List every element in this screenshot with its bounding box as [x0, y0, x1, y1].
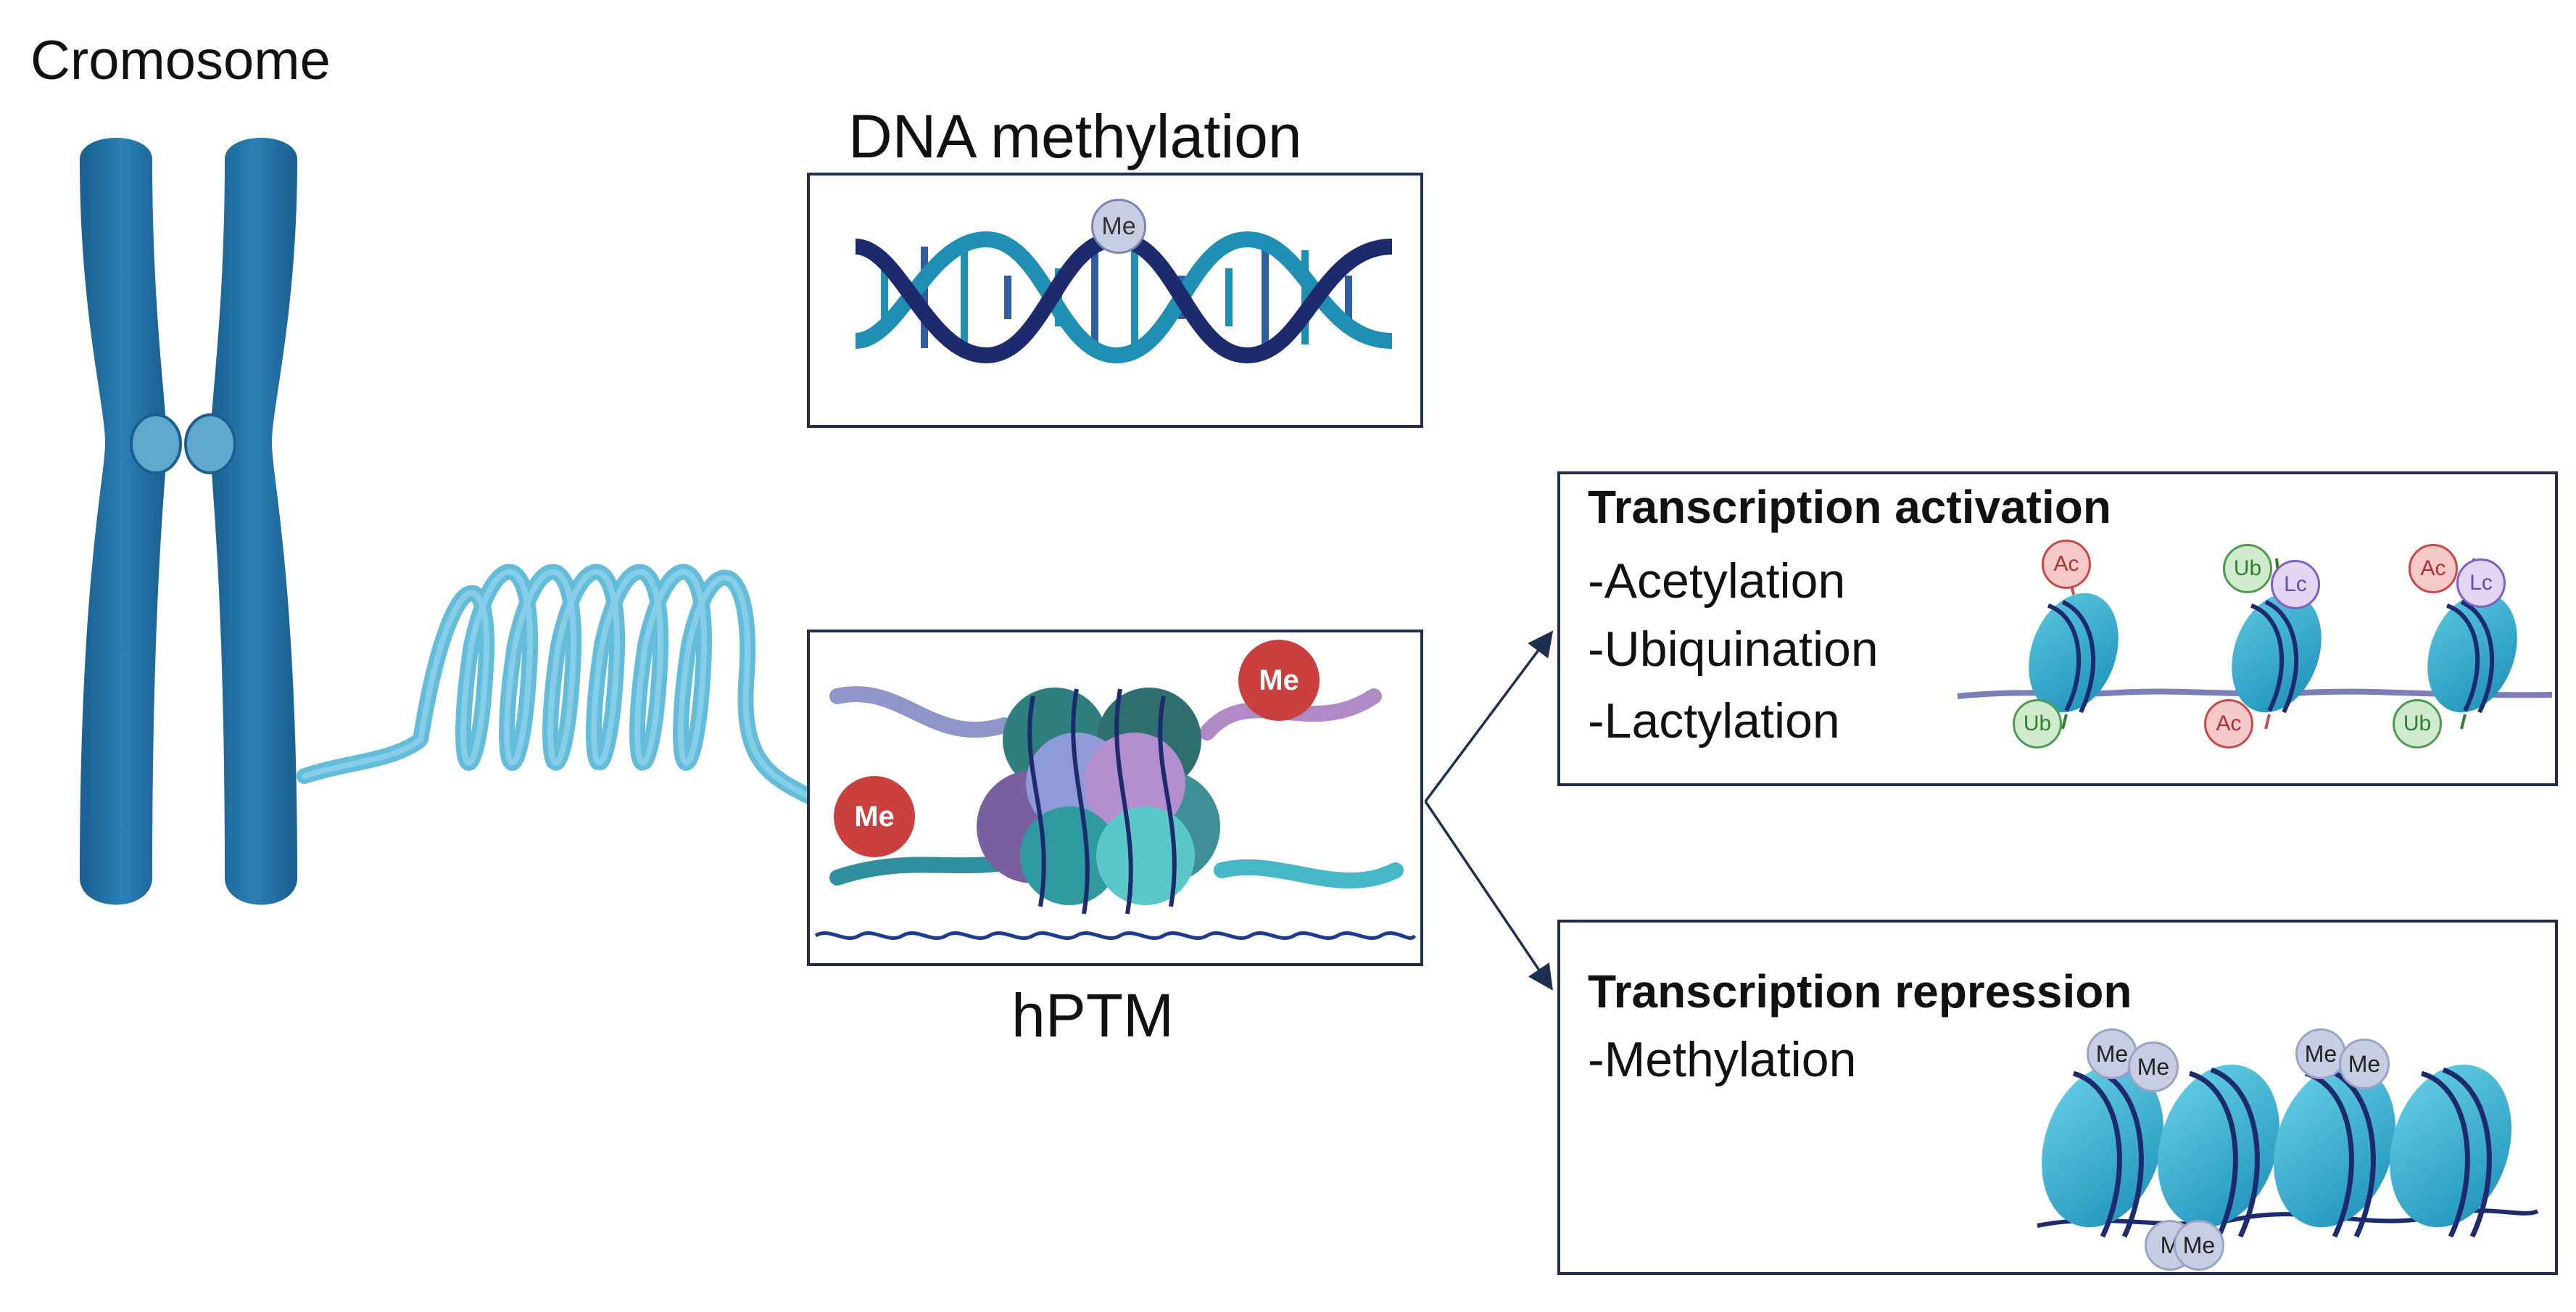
- mark-me-bottom-2: Me: [2174, 1220, 2224, 1271]
- mark-lc-n3-top-label: Lc: [2469, 571, 2493, 595]
- mark-me-r1a-label: Me: [2095, 1040, 2129, 1067]
- mark-ub-n1-bottom: Ub: [2013, 699, 2062, 748]
- mark-ac-n1-top-label: Ac: [2053, 552, 2079, 576]
- repression-nucleosome-2: [2158, 1064, 2279, 1238]
- mark-me-r1b: Me: [2128, 1041, 2179, 1092]
- mark-ac-n1-top: Ac: [2042, 540, 2091, 589]
- mark-me-bottom-2-label: Me: [2182, 1231, 2216, 1258]
- repression-nucleosomes: [2037, 1064, 2539, 1238]
- mark-ac-n2-bottom: Ac: [2204, 699, 2253, 748]
- arrow-to-activation: [1424, 630, 1554, 803]
- repression-nucleosome-3: [2274, 1064, 2395, 1238]
- hptm-methyl-mark-left-label: Me: [854, 800, 895, 833]
- repression-item-methylation: -Methylation: [1588, 1032, 1857, 1087]
- activation-title: Transcription activation: [1588, 481, 2111, 533]
- activation-nucleosome-2: [2232, 558, 2322, 730]
- dna-methylation-title: DNA methylation: [848, 102, 1302, 170]
- mark-ub-n3-bottom: Ub: [2393, 699, 2442, 748]
- mark-me-r2a-label: Me: [2304, 1040, 2337, 1067]
- activation-item-lactylation: -Lactylation: [1588, 693, 1840, 748]
- repression-box: [1557, 920, 2558, 1275]
- dna-helix: [854, 231, 1393, 364]
- hptm-methyl-mark-left: Me: [834, 776, 915, 857]
- mark-ub-n2-top-label: Ub: [2233, 556, 2262, 580]
- mark-me-r1b-label: Me: [2137, 1053, 2170, 1080]
- hptm-label: hPTM: [1011, 981, 1175, 1049]
- mark-lc-n2-top: Lc: [2271, 560, 2320, 609]
- activation-item-ubiquination: -Ubiquination: [1588, 622, 1879, 677]
- hptm-methyl-mark-right-label: Me: [1259, 664, 1299, 696]
- branch-arrows: [1424, 630, 1554, 991]
- mark-ub-n1-bottom-label: Ub: [2023, 711, 2052, 735]
- chromosome-illustration: [80, 138, 297, 905]
- mark-ac-n2-bottom-label: Ac: [2216, 711, 2242, 735]
- mark-ac-n3-top: Ac: [2409, 544, 2458, 593]
- repression-nucleosome-4: [2390, 1064, 2511, 1238]
- arrow-to-repression: [1424, 801, 1553, 991]
- dna-methyl-mark: Me: [1091, 199, 1146, 254]
- mark-me-r2a: Me: [2295, 1028, 2346, 1079]
- dna-methyl-mark-label: Me: [1101, 212, 1136, 240]
- mark-lc-n2-top-label: Lc: [2284, 572, 2307, 596]
- mark-lc-n3-top: Lc: [2456, 558, 2506, 608]
- mark-me-r2b: Me: [2339, 1039, 2390, 1089]
- activation-nucleosomes: [1957, 558, 2553, 730]
- mark-ub-n3-bottom-label: Ub: [2403, 711, 2432, 735]
- mark-ub-n2-top: Ub: [2223, 544, 2272, 593]
- hptm-methyl-mark-right: Me: [1238, 640, 1320, 721]
- activation-nucleosome-1: [2029, 558, 2119, 730]
- mark-me-r2b-label: Me: [2348, 1050, 2381, 1077]
- chromatin-coil: [297, 564, 820, 806]
- mark-ac-n3-top-label: Ac: [2420, 556, 2446, 580]
- repression-nucleosome-1: [2042, 1064, 2163, 1238]
- activation-item-acetylation: -Acetylation: [1588, 553, 1846, 608]
- nucleosome-illustration: [814, 686, 1417, 940]
- chromosome-label: Cromosome: [30, 30, 331, 91]
- repression-title: Transcription repression: [1588, 965, 2132, 1018]
